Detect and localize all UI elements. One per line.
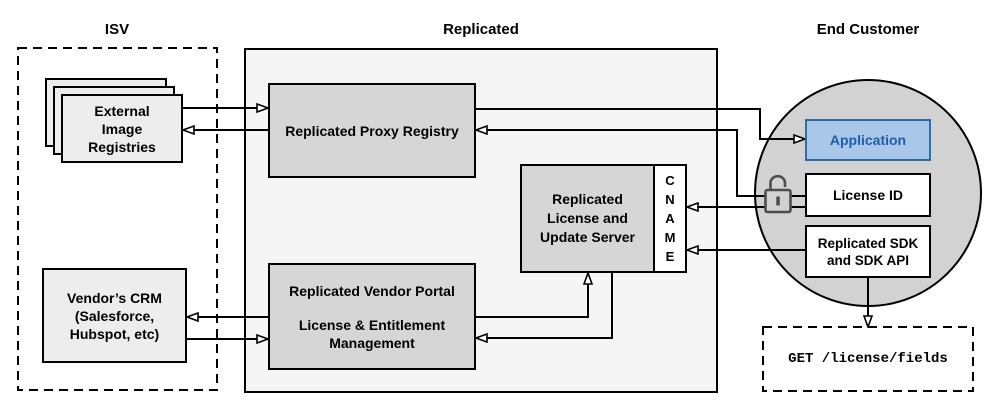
label-line: License and (547, 210, 628, 226)
unlocked-padlock-icon (764, 174, 792, 214)
cname-letter: A (665, 211, 675, 226)
replicated-proxy-registry-box: Replicated Proxy Registry (268, 83, 476, 178)
section-title-isv: ISV (104, 21, 130, 38)
label-line: Management (329, 334, 415, 351)
cname-letter: M (664, 230, 676, 245)
cname-letter: E (665, 249, 675, 264)
label-line: External (94, 102, 150, 119)
label-line: Vendor’s CRM (67, 289, 162, 306)
label-line: Replicated (552, 191, 623, 207)
edge-vendor-portal-to-license-server (476, 273, 588, 318)
cname-letter: N (665, 192, 675, 207)
application-box: Application (805, 119, 931, 161)
label-line: Replicated Proxy Registry (285, 122, 459, 139)
replicated-license-update-server-box: Replicated License and Update Server C N… (520, 164, 687, 273)
section-title-replicated: Replicated (443, 21, 519, 38)
connectors (183, 108, 868, 339)
license-update-server-label: Replicated License and Update Server (522, 166, 653, 271)
label-line: License & Entitlement (298, 316, 446, 333)
replicated-vendor-portal-box: Replicated Vendor Portal License & Entit… (268, 263, 476, 370)
api-request-label: GET /license/fields (788, 351, 948, 367)
replicated-sdk-box: Replicated SDK and SDK API (805, 225, 931, 278)
label-line: Registries (88, 138, 156, 155)
label-line: and SDK API (826, 252, 909, 268)
label-line: Update Server (540, 229, 635, 245)
label-line: Replicated SDK (817, 235, 919, 251)
api-request-dashed-box (762, 326, 974, 392)
cname-strip: C N A M E (653, 166, 685, 271)
external-image-registries-box: External Image Registries (61, 94, 183, 163)
label-line: Image (101, 120, 143, 137)
label-line: Replicated Vendor Portal (289, 282, 455, 299)
edge-license-server-to-vendor-portal (476, 273, 613, 338)
label-line: License ID (832, 187, 904, 203)
license-id-box: License ID (805, 173, 931, 217)
label-line: (Salesforce, (74, 307, 155, 324)
label-line: Application (829, 132, 907, 148)
edge-proxy-to-application (476, 108, 805, 139)
section-title-end-customer: End Customer (816, 21, 920, 38)
vendors-crm-box: Vendor’s CRM (Salesforce, Hubspot, etc) (42, 268, 187, 363)
label-line: Hubspot, etc) (69, 325, 160, 342)
cname-letter: C (665, 173, 675, 188)
